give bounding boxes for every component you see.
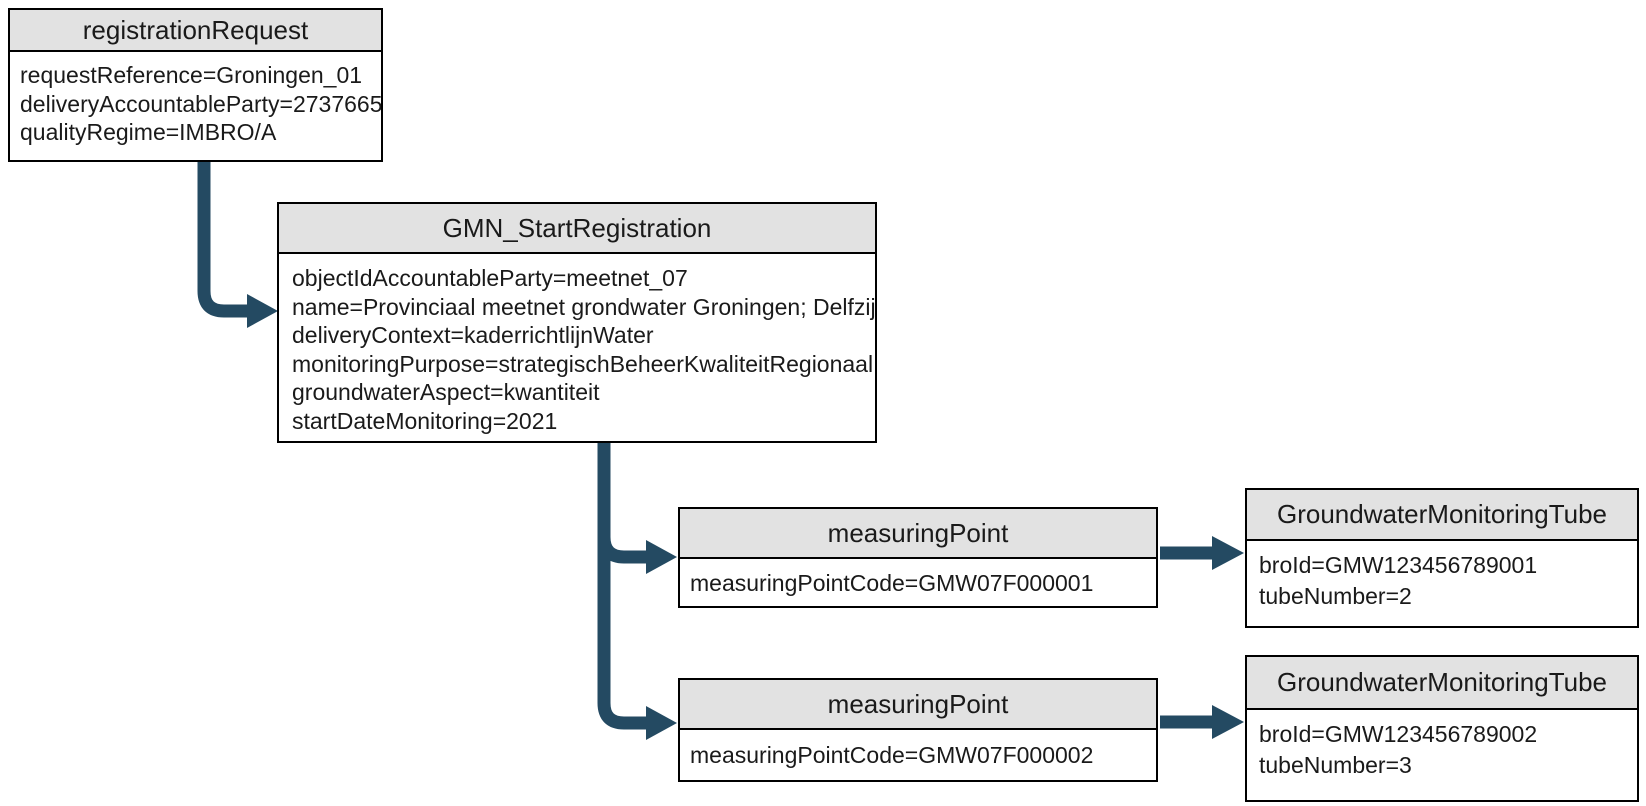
arrow-gmn-to-measuringpoint-1 xyxy=(597,443,677,574)
node-title: GroundwaterMonitoringTube xyxy=(1247,657,1637,710)
node-registration-request: registrationRequest requestReference=Gro… xyxy=(8,8,383,162)
node-groundwater-monitoring-tube-1: GroundwaterMonitoringTube broId=GMW12345… xyxy=(1245,488,1639,628)
node-field: broId=GMW123456789002 xyxy=(1259,721,1538,747)
node-field: tubeNumber=2 xyxy=(1259,583,1412,609)
node-title: registrationRequest xyxy=(10,10,381,52)
arrow-gmn-to-measuringpoint-2 xyxy=(597,443,677,740)
node-body: requestReference=Groningen_01 deliveryAc… xyxy=(10,52,381,147)
node-field: broId=GMW123456789001 xyxy=(1259,552,1538,578)
node-body: broId=GMW123456789002 tubeNumber=3 xyxy=(1247,710,1637,781)
node-field: requestReference=Groningen_01 xyxy=(20,62,363,88)
node-field: objectIdAccountableParty=meetnet_07 xyxy=(292,265,688,291)
node-field: startDateMonitoring=2021 xyxy=(292,407,558,434)
node-groundwater-monitoring-tube-2: GroundwaterMonitoringTube broId=GMW12345… xyxy=(1245,655,1639,802)
node-title: measuringPoint xyxy=(680,680,1156,730)
node-title: measuringPoint xyxy=(680,509,1156,559)
node-field: monitoringPurpose=strategischBeheerKwali… xyxy=(292,350,874,377)
node-body: broId=GMW123456789001 tubeNumber=2 xyxy=(1247,541,1637,612)
node-field: qualityRegime=IMBRO/A xyxy=(20,119,277,145)
node-title: GroundwaterMonitoringTube xyxy=(1247,490,1637,541)
node-field: measuringPointCode=GMW07F000001 xyxy=(690,570,1094,596)
node-field: groundwaterAspect=kwantiteit xyxy=(292,379,600,405)
arrow-measuringpoint2-to-tube2 xyxy=(1160,705,1244,739)
arrow-measuringpoint1-to-tube1 xyxy=(1160,536,1244,570)
node-body: measuringPointCode=GMW07F000001 xyxy=(680,559,1156,598)
node-field: name=Provinciaal meetnet grondwater Gron… xyxy=(292,293,875,320)
node-field: measuringPointCode=GMW07F000002 xyxy=(690,742,1094,768)
node-field: deliveryAccountableParty=27376655 xyxy=(20,90,381,117)
arrow-registration-to-gmn xyxy=(197,162,278,328)
node-title: GMN_StartRegistration xyxy=(279,204,875,254)
node-body: objectIdAccountableParty=meetnet_07 name… xyxy=(279,254,875,435)
node-field: tubeNumber=3 xyxy=(1259,752,1412,778)
node-measuring-point-1: measuringPoint measuringPointCode=GMW07F… xyxy=(678,507,1158,608)
node-field: deliveryContext=kaderrichtlijnWater xyxy=(292,322,654,348)
node-body: measuringPointCode=GMW07F000002 xyxy=(680,730,1156,770)
node-measuring-point-2: measuringPoint measuringPointCode=GMW07F… xyxy=(678,678,1158,782)
node-gmn-start-registration: GMN_StartRegistration objectIdAccountabl… xyxy=(277,202,877,443)
